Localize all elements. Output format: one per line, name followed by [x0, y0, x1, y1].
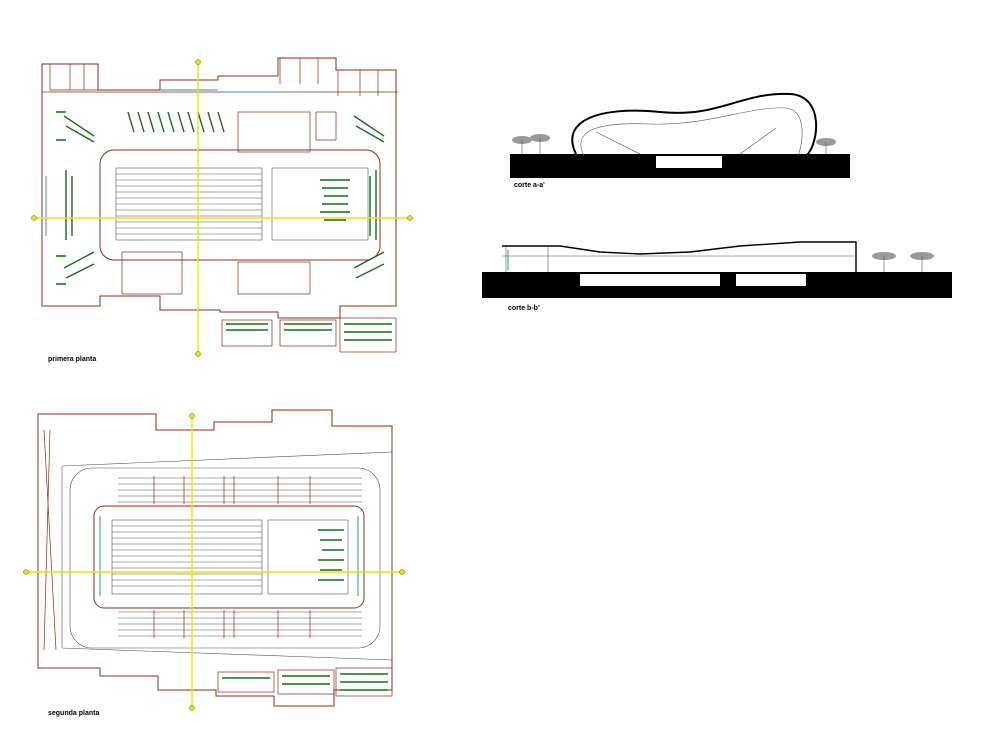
second-floor-plan	[23, 409, 405, 711]
section-a-title: corte a-a'	[514, 182, 545, 189]
section-a	[510, 92, 850, 178]
first-floor-plan-title: primera planta	[48, 356, 97, 363]
first-floor-seating	[221, 317, 397, 353]
second-floor-bottom-strip	[217, 667, 393, 697]
first-floor-plan	[31, 57, 413, 357]
section-b-title: corte b-b'	[508, 305, 540, 312]
first-floor-pool-lines	[116, 173, 262, 235]
second-floor-plan-title: segunda planta	[48, 710, 100, 717]
second-floor-lower-seating	[118, 610, 362, 638]
second-floor-upper-seating	[118, 476, 362, 504]
section-a-trees	[512, 134, 836, 154]
section-b	[482, 241, 952, 298]
second-floor-pool-lines	[112, 525, 262, 587]
section-b-trees	[872, 252, 934, 272]
